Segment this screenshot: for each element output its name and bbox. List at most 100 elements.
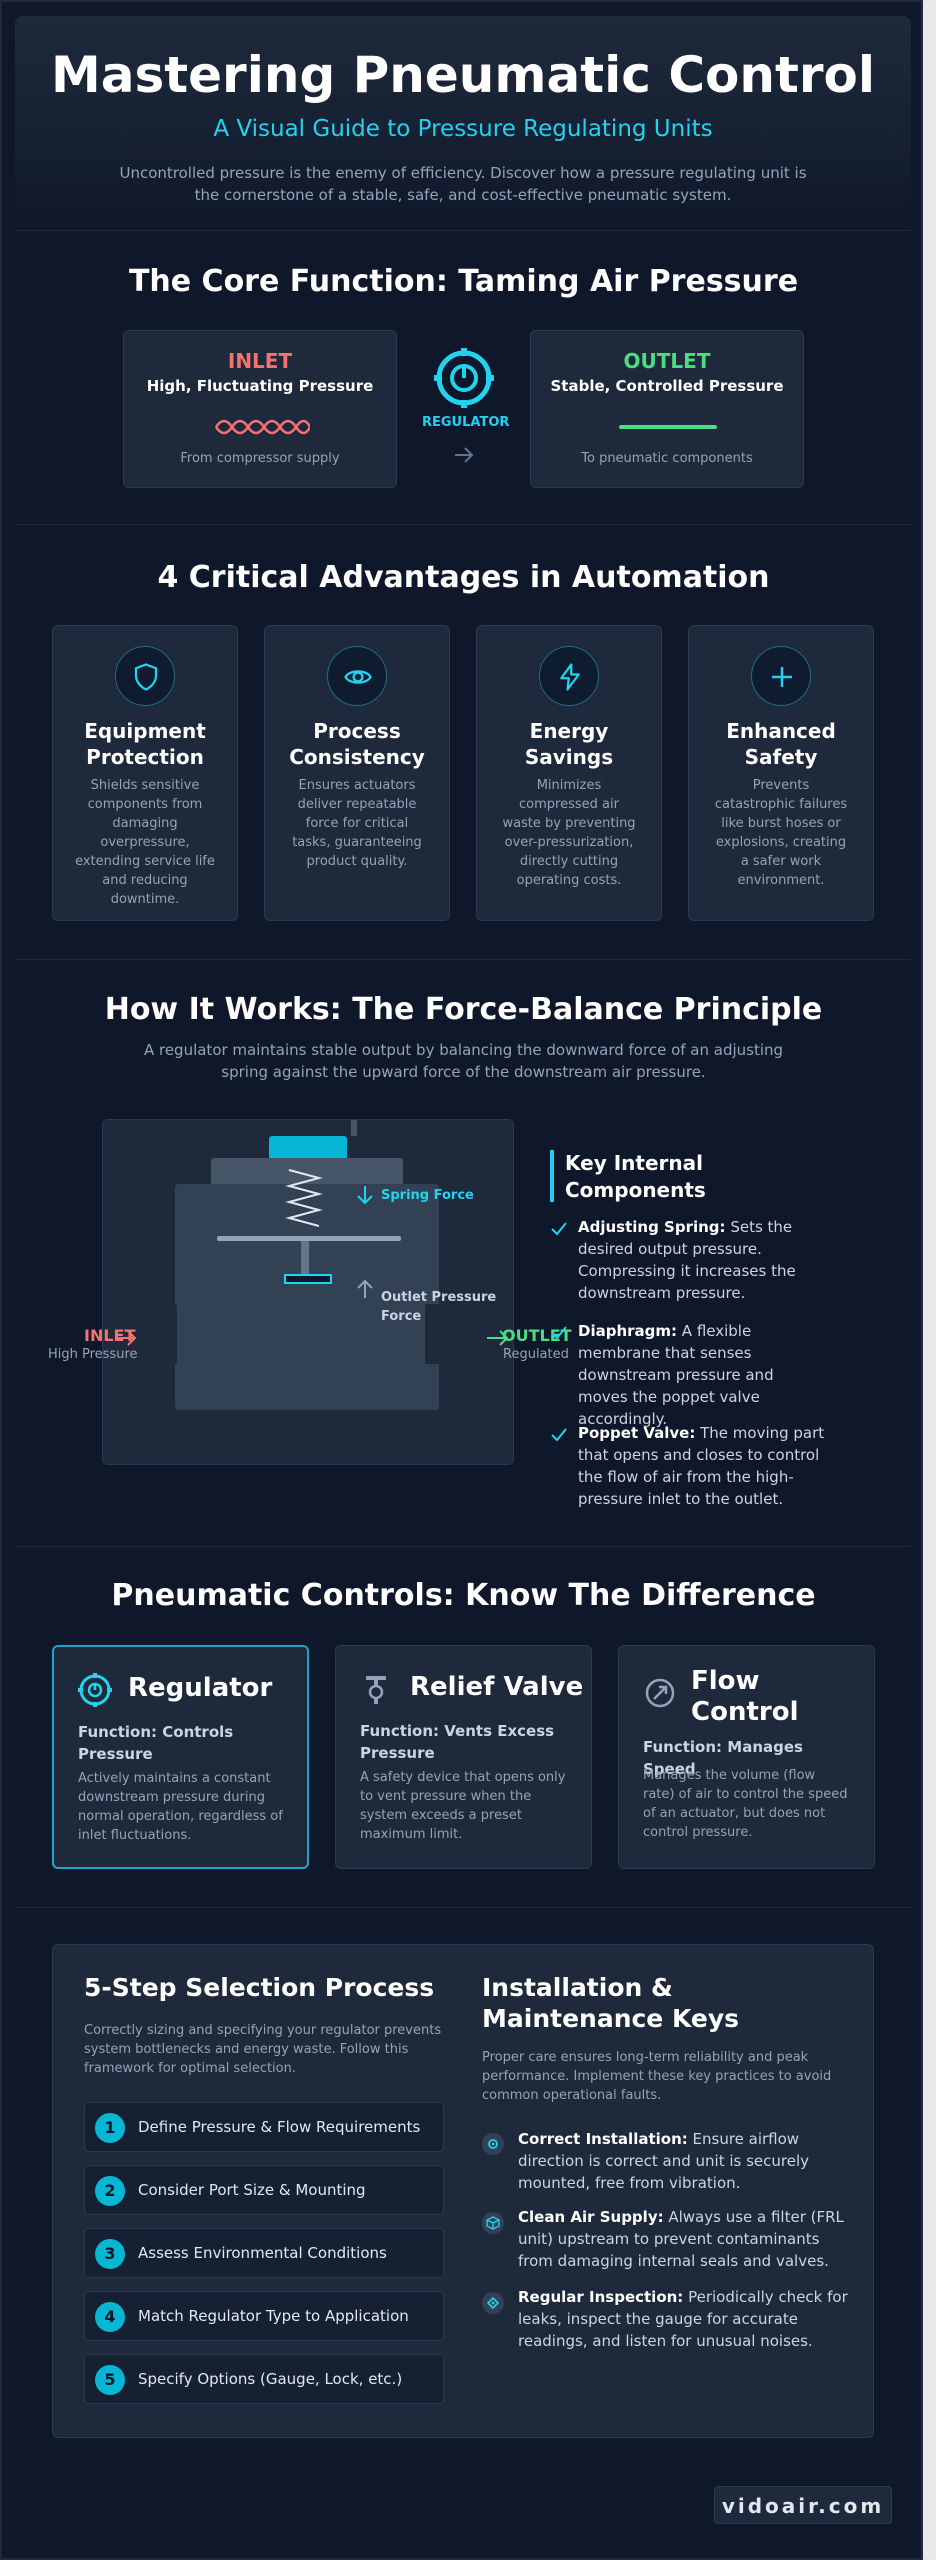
eye-icon (327, 646, 387, 706)
outlet-footnote: To pneumatic components (581, 451, 753, 466)
advantage-desc: Prevents catastrophic failures like burs… (714, 778, 848, 888)
inspect-icon (482, 2292, 504, 2314)
advantage-title: Equipment Protection (84, 719, 206, 769)
inlet-subheading: High, Fluctuating Pressure (146, 377, 374, 395)
outlet-subheading: Stable, Controlled Pressure (550, 377, 784, 395)
check-icon (551, 1428, 567, 1442)
diagram-inlet-label: INLET (84, 1326, 136, 1345)
advantage-title: Process Consistency (289, 719, 425, 769)
maintenance-intro: Proper care ensures long-term reliabilit… (482, 2050, 832, 2103)
force-section-title: How It Works: The Force-Balance Principl… (104, 992, 823, 1027)
divider (15, 959, 911, 960)
maintenance-title: Installation & Maintenance Keys (482, 1973, 740, 2033)
selection-intro: Correctly sizing and specifying your reg… (84, 2023, 442, 2076)
step-number: 4 (95, 2302, 125, 2332)
regulator-gauge-icon (434, 348, 494, 408)
component-poppet-valve: Poppet Valve: The moving part that opens… (578, 1424, 825, 1508)
maintenance-clean-air-supply: Clean Air Supply: Always use a filter (F… (518, 2208, 844, 2270)
selection-step: 2 Consider Port Size & Mounting (84, 2165, 444, 2215)
advantage-card-equipment-protection: Equipment Protection Shields sensitive c… (52, 625, 238, 921)
advantage-card-enhanced-safety: Enhanced Safety Prevents catastrophic fa… (688, 625, 874, 921)
wrench-icon (482, 2133, 504, 2155)
check-icon (551, 1222, 567, 1236)
hero-header: Mastering Pneumatic Control A Visual Gui… (15, 16, 911, 228)
diff-title: Regulator (128, 1673, 273, 1703)
advantage-desc: Minimizes compressed air waste by preven… (502, 778, 636, 888)
step-label: Match Regulator Type to Application (138, 2307, 409, 2325)
core-section-title: The Core Function: Taming Air Pressure (128, 264, 799, 299)
force-section-subtitle: A regulator maintains stable output by b… (143, 1041, 784, 1081)
flow-control-icon (645, 1678, 675, 1708)
difference-section-title: Pneumatic Controls: Know The Difference (111, 1578, 816, 1613)
check-icon (551, 1326, 567, 1340)
divider (15, 230, 911, 231)
regulator-icon (78, 1673, 112, 1707)
step-number: 2 (95, 2176, 125, 2206)
diff-function: Function: Vents Excess Pressure (360, 1722, 555, 1762)
stable-line-icon (619, 425, 717, 429)
step-label: Specify Options (Gauge, Lock, etc.) (138, 2370, 403, 2388)
spring-force-label: Spring Force (381, 1188, 474, 1203)
divider (15, 524, 911, 525)
diff-function: Function: Manages Speed (643, 1738, 803, 1778)
key-components-title: Key Internal Components (565, 1151, 706, 1202)
diff-desc: Manages the volume (flow rate) of air to… (643, 1768, 848, 1840)
regulator-label: REGULATOR (422, 415, 510, 430)
regulator-body-drawing (115, 1120, 509, 1410)
maintenance-correct-installation: Correct Installation: Ensure airflow dir… (518, 2130, 810, 2192)
selection-step: 3 Assess Environmental Conditions (84, 2228, 444, 2278)
step-number: 1 (95, 2113, 125, 2143)
outlet-force-label: Outlet Pressure Force (381, 1290, 497, 1324)
diff-function: Function: Controls Pressure (78, 1723, 234, 1763)
outlet-heading: OUTLET (623, 349, 711, 373)
selection-title: 5-Step Selection Process (84, 1973, 435, 2002)
step-number: 3 (95, 2239, 125, 2269)
page-subtitle: A Visual Guide to Pressure Regulating Un… (213, 116, 713, 142)
relief-valve-icon (366, 1676, 386, 1704)
diff-card-regulator: Regulator Function: Controls Pressure Ac… (52, 1645, 309, 1869)
component-adjusting-spring: Adjusting Spring: Sets the desired outpu… (578, 1218, 796, 1302)
regulator-cutaway-diagram: Spring Force Outlet Pressure Force (102, 1119, 514, 1465)
diff-card-relief-valve: Relief Valve Function: Vents Excess Pres… (335, 1645, 592, 1869)
hero-intro: Uncontrolled pressure is the enemy of ef… (119, 164, 807, 204)
diff-desc: A safety device that opens only to vent … (360, 1770, 566, 1842)
brand-badge[interactable]: vidoair.com (714, 2486, 892, 2524)
diff-title: Relief Valve (410, 1672, 584, 1702)
advantages-section-title: 4 Critical Advantages in Automation (157, 560, 770, 595)
inlet-heading: INLET (227, 349, 293, 373)
lightning-icon (539, 646, 599, 706)
advantage-desc: Shields sensitive components from damagi… (75, 778, 215, 907)
fluctuating-wave-icon (214, 419, 310, 435)
selection-step: 1 Define Pressure & Flow Requirements (84, 2102, 444, 2152)
component-diaphragm: Diaphragm: A flexible membrane that sens… (578, 1322, 774, 1428)
diagram-inlet-sublabel: High Pressure (48, 1347, 138, 1362)
advantage-title: Enhanced Safety (726, 719, 836, 769)
advantage-title: Energy Savings (524, 719, 614, 769)
plus-icon (751, 646, 811, 706)
inlet-footnote: From compressor supply (180, 451, 340, 466)
outlet-card: OUTLET Stable, Controlled Pressure To pn… (530, 330, 804, 488)
divider (15, 1546, 911, 1547)
arrow-right-icon (455, 447, 474, 463)
advantage-desc: Ensures actuators deliver repeatable for… (292, 778, 422, 869)
maintenance-regular-inspection: Regular Inspection: Periodically check f… (518, 2288, 848, 2350)
step-label: Consider Port Size & Mounting (138, 2181, 366, 2199)
divider (15, 1907, 911, 1908)
key-components-accent (550, 1150, 554, 1202)
diff-title: Flow Control (691, 1666, 799, 1727)
filter-icon (482, 2212, 504, 2234)
diagram-outlet-sublabel: Regulated (503, 1347, 569, 1362)
selection-step: 4 Match Regulator Type to Application (84, 2291, 444, 2341)
step-number: 5 (95, 2365, 125, 2395)
inlet-card: INLET High, Fluctuating Pressure From co… (123, 330, 397, 488)
diff-card-flow-control: Flow Control Function: Manages Speed Man… (618, 1645, 875, 1869)
step-label: Assess Environmental Conditions (138, 2244, 387, 2262)
selection-step: 5 Specify Options (Gauge, Lock, etc.) (84, 2354, 444, 2404)
diff-desc: Actively maintains a constant downstream… (78, 1771, 283, 1843)
page-title: Mastering Pneumatic Control (50, 46, 876, 104)
advantage-card-process-consistency: Process Consistency Ensures actuators de… (264, 625, 450, 921)
shield-icon (115, 646, 175, 706)
step-label: Define Pressure & Flow Requirements (138, 2118, 421, 2136)
diagram-outlet-label: OUTLET (502, 1326, 572, 1345)
